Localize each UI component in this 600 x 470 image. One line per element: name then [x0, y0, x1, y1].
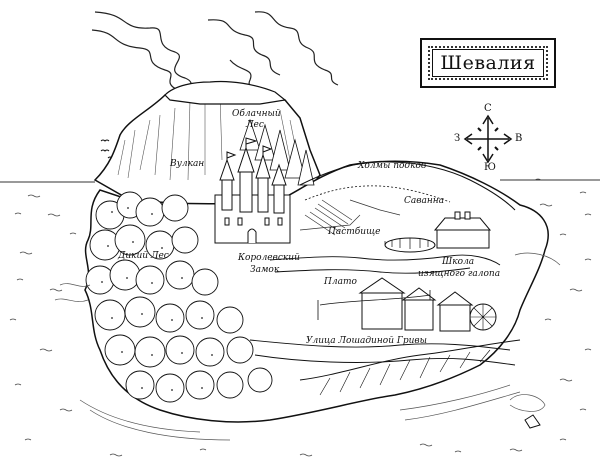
horizon	[0, 179, 600, 183]
royal-castle	[214, 137, 291, 244]
volcano-smoke	[91, 11, 339, 96]
forest-dots	[101, 207, 213, 391]
southern-cliffs	[299, 339, 521, 396]
label-plateau: Плато	[324, 277, 357, 287]
label-volcano: Вулкан	[170, 159, 205, 169]
map-title: Шевалия	[440, 52, 536, 74]
compass-west: З	[454, 133, 461, 144]
label-cloud-forest-1: Облачный	[232, 109, 281, 119]
compass-rose	[463, 114, 513, 164]
cartouche-border	[428, 46, 548, 80]
sea-creature	[524, 414, 541, 429]
volcano-crater	[164, 80, 287, 105]
label-pasture: Пастбище	[328, 227, 381, 237]
horse-mane-town	[317, 277, 497, 332]
compass-south: Ю	[484, 162, 496, 173]
compass-north: С	[484, 103, 492, 114]
compass-east: В	[515, 133, 523, 144]
pasture-fields	[299, 199, 401, 236]
horseshoe-hills	[299, 161, 516, 211]
label-savanna: Саванна	[404, 196, 445, 206]
volcano-hatching	[117, 94, 301, 181]
cloud-forest-trees	[239, 118, 315, 186]
wild-forest-trees	[85, 191, 273, 403]
label-horse-mane-street: Улица Лошадиной Гривы	[306, 336, 427, 346]
label-gallop-school-2: изящного галопа	[418, 269, 501, 279]
title-plate: Шевалия	[432, 49, 544, 77]
sea-waves	[9, 178, 592, 457]
label-royal-castle-1: Королевский	[238, 253, 300, 263]
label-horseshoe-hills: Холмы подков	[358, 161, 427, 171]
label-wild-forest: Дикий Лес	[118, 251, 169, 261]
label-royal-castle-2: Замок	[250, 265, 280, 275]
label-cloud-forest-2: Лес	[246, 120, 264, 130]
map-title-cartouche: Шевалия	[420, 38, 556, 88]
gallop-school	[384, 211, 492, 253]
shore-ripples	[54, 252, 561, 441]
label-gallop-school-1: Школа	[442, 257, 475, 267]
